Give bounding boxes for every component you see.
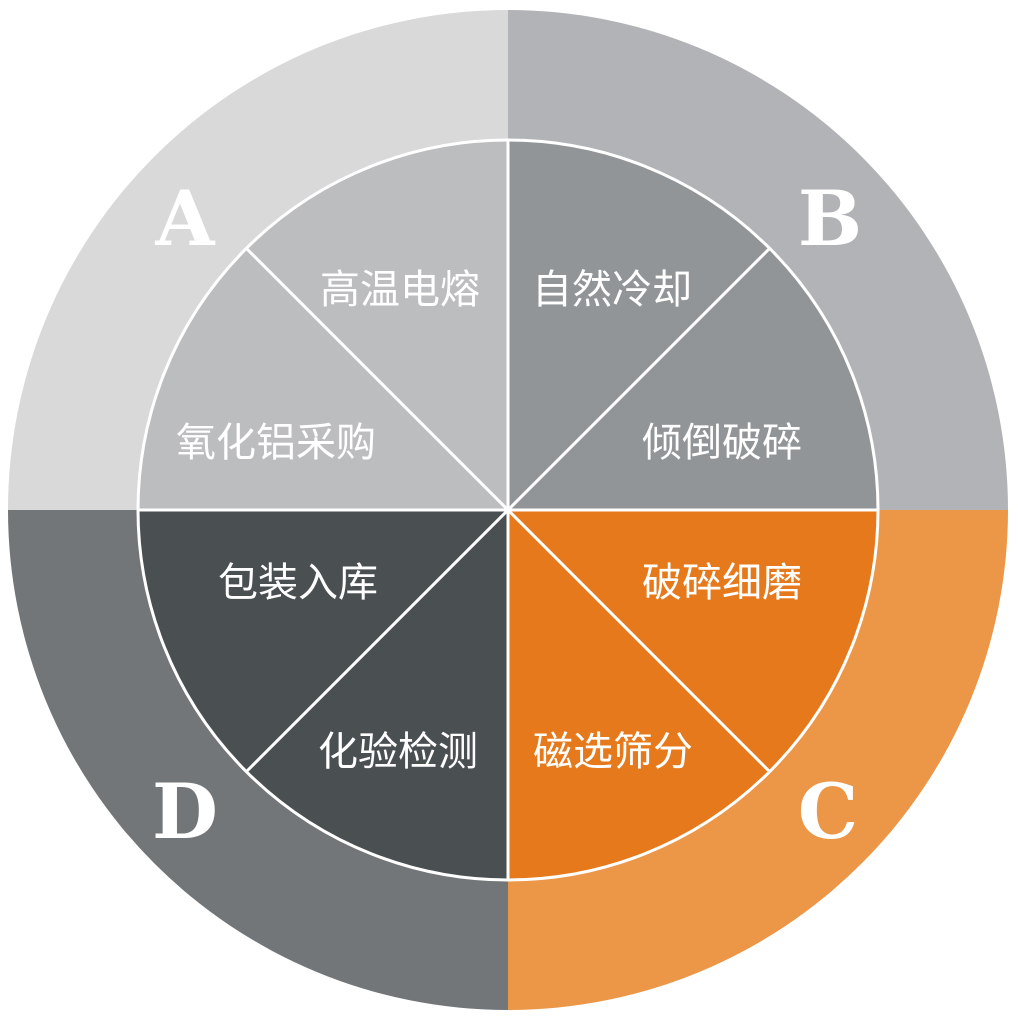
step-label: 包装入库: [218, 560, 378, 606]
step-label: 化验检测: [318, 729, 478, 775]
step-label: 破碎细磨: [642, 560, 802, 606]
step-label: 氧化铝采购: [176, 420, 376, 466]
step-label: 自然冷却: [532, 267, 692, 313]
quadrant-label-c: C: [798, 767, 859, 856]
step-label: 高温电熔: [320, 267, 480, 313]
step-label: 倾倒破碎: [642, 420, 802, 466]
divider-line: [244, 246, 772, 774]
quadrant-label-a: A: [155, 174, 216, 263]
step-label: 磁选筛分: [533, 729, 693, 775]
quadrant-label-d: D: [152, 767, 218, 856]
quadrant-label-b: B: [798, 174, 862, 263]
